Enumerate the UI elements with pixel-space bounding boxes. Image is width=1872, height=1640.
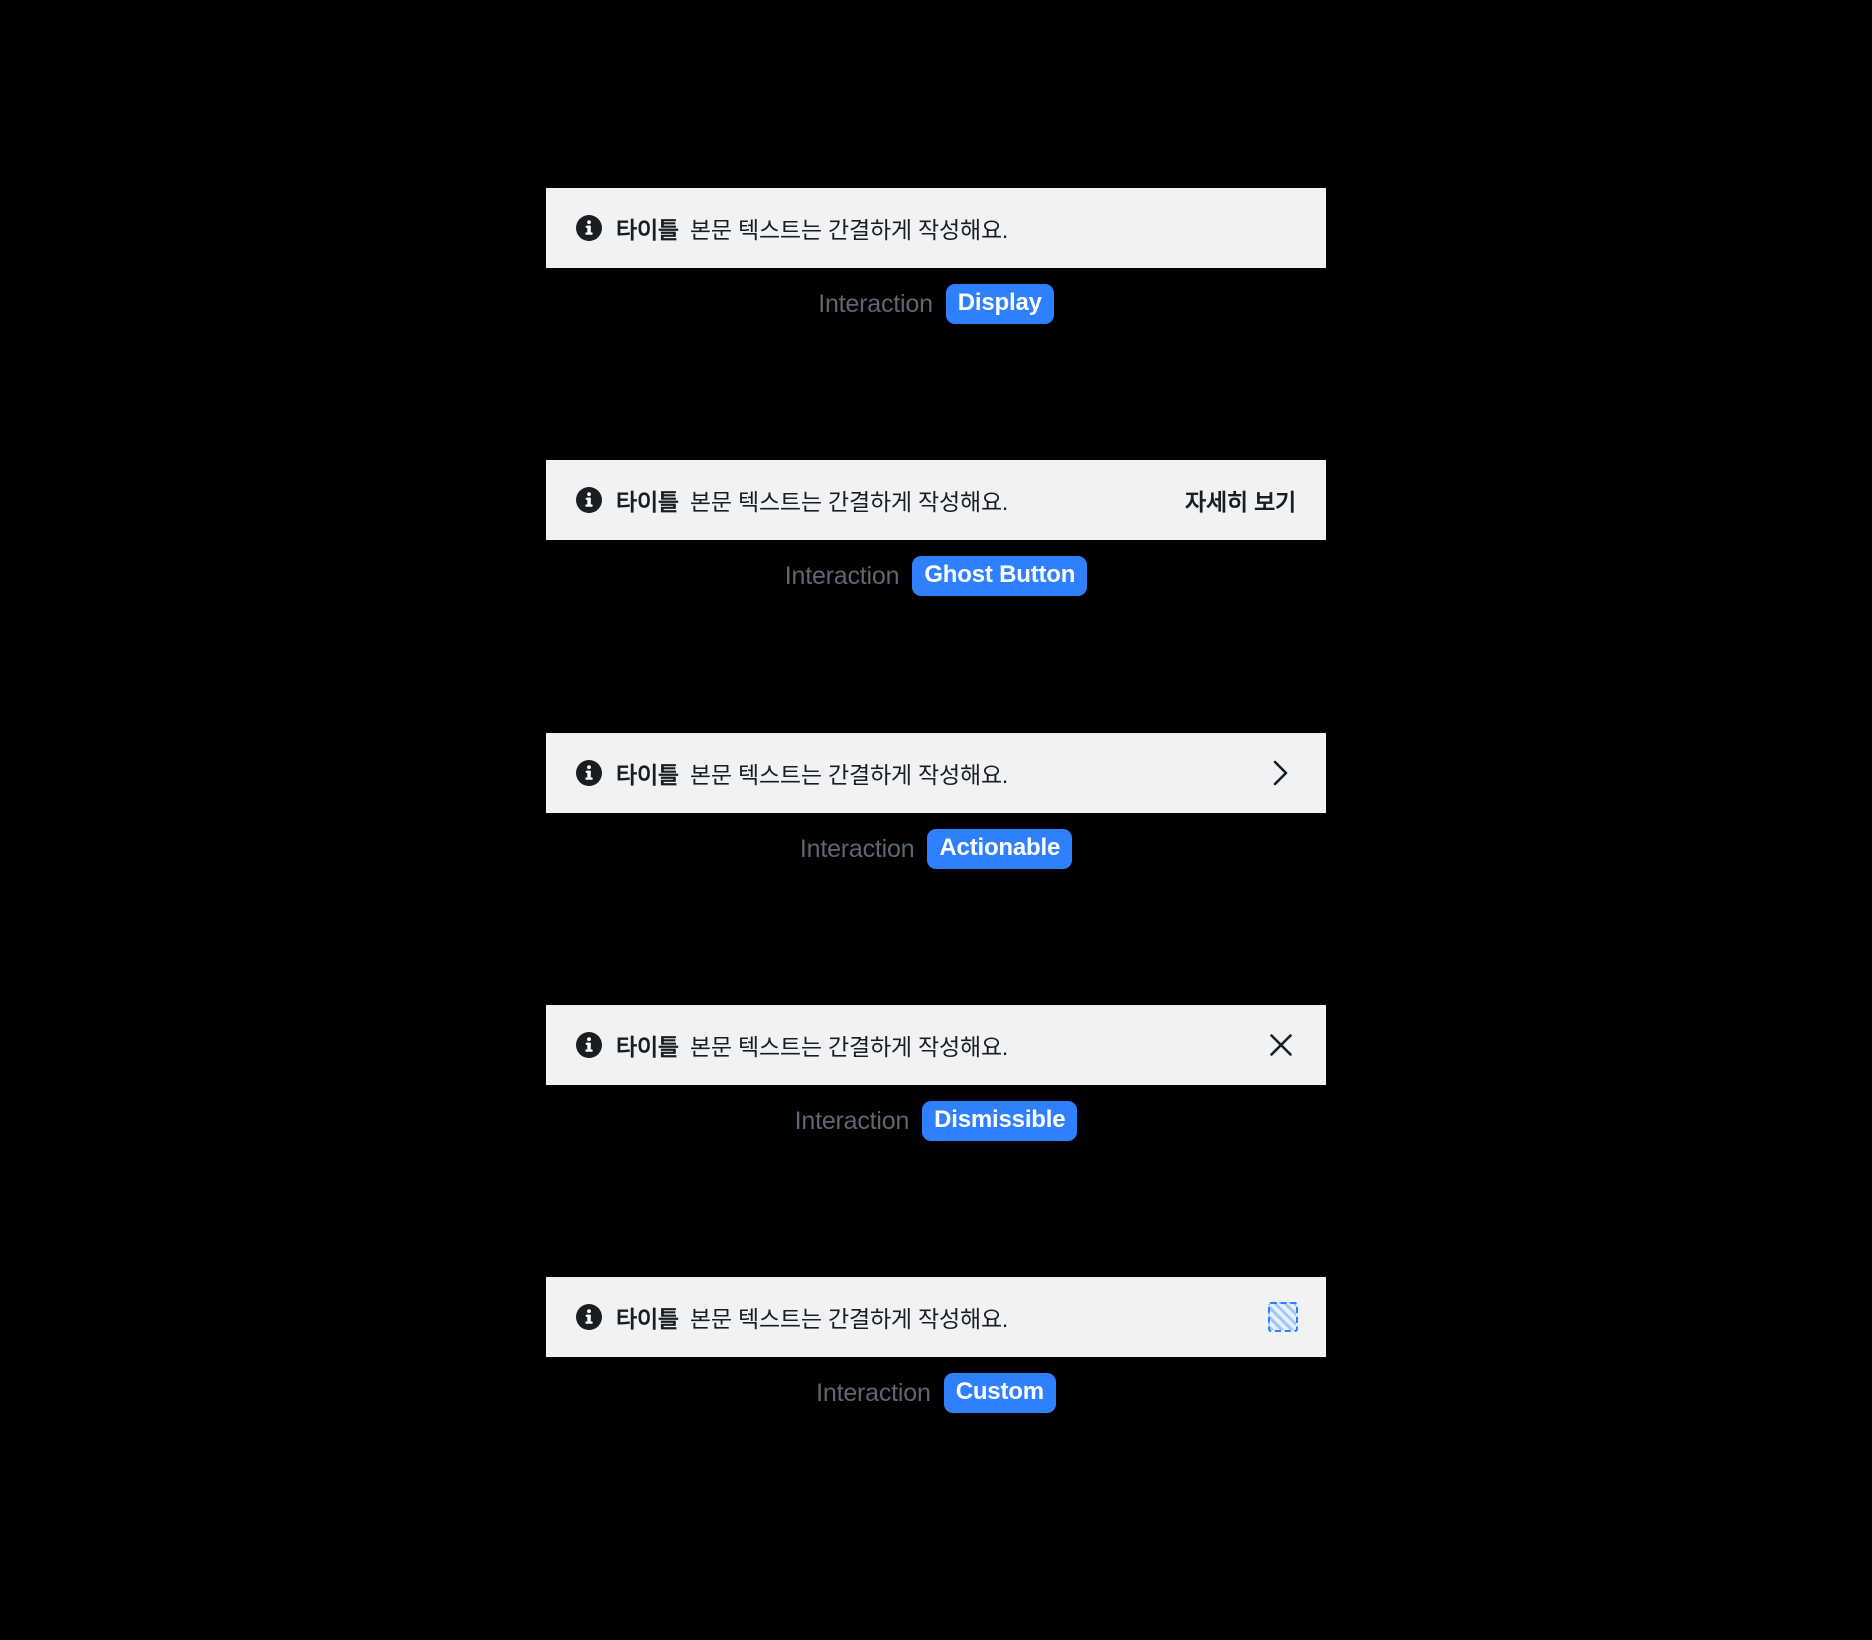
status-badge: Actionable xyxy=(927,829,1073,869)
alert-trailing-slot xyxy=(1264,1028,1298,1062)
info-icon xyxy=(576,215,602,241)
caption-row: Interaction Ghost Button xyxy=(546,556,1326,596)
info-icon xyxy=(576,487,602,513)
specimen-dismissible: 타이틀 본문 텍스트는 간결하게 작성해요. Interaction Dismi… xyxy=(546,1005,1326,1141)
alert-text: 타이틀 본문 텍스트는 간결하게 작성해요. xyxy=(616,211,1008,245)
alert-trailing-slot xyxy=(1264,756,1298,790)
close-button[interactable] xyxy=(1264,1028,1298,1062)
alert-ghost-button: 타이틀 본문 텍스트는 간결하게 작성해요. 자세히 보기 xyxy=(546,460,1326,540)
alert-text: 타이틀 본문 텍스트는 간결하게 작성해요. xyxy=(616,1300,1008,1334)
alert-text: 타이틀 본문 텍스트는 간결하게 작성해요. xyxy=(616,1028,1008,1062)
caption-row: Interaction Display xyxy=(546,284,1326,324)
alert-title: 타이틀 xyxy=(616,1306,679,1332)
chevron-right-button[interactable] xyxy=(1264,756,1298,790)
status-badge: Ghost Button xyxy=(912,556,1088,596)
alert-lead: 타이틀 본문 텍스트는 간결하게 작성해요. xyxy=(576,211,1274,245)
caption-row: Interaction Actionable xyxy=(546,829,1326,869)
status-badge: Custom xyxy=(943,1373,1056,1413)
alert-title: 타이틀 xyxy=(616,217,679,243)
alert-lead: 타이틀 본문 텍스트는 간결하게 작성해요. xyxy=(576,1300,1244,1334)
caption-row: Interaction Dismissible xyxy=(546,1101,1326,1141)
specimen-ghost-button: 타이틀 본문 텍스트는 간결하게 작성해요. 자세히 보기 Interactio… xyxy=(546,460,1326,596)
info-icon xyxy=(576,760,602,786)
alert-text: 타이틀 본문 텍스트는 간결하게 작성해요. xyxy=(616,756,1008,790)
caption-row: Interaction Custom xyxy=(546,1373,1326,1413)
view-details-ghost-button[interactable]: 자세히 보기 xyxy=(1183,477,1298,523)
status-badge: Display xyxy=(945,284,1054,324)
alert-body: 본문 텍스트는 간결하게 작성해요. xyxy=(689,217,1009,243)
status-badge: Dismissible xyxy=(922,1101,1078,1141)
chevron-right-icon xyxy=(1273,760,1288,786)
alert-title: 타이틀 xyxy=(616,762,679,788)
alert-custom: 타이틀 본문 텍스트는 간결하게 작성해요. xyxy=(546,1277,1326,1357)
specimen-custom: 타이틀 본문 텍스트는 간결하게 작성해요. Interaction Custo… xyxy=(546,1277,1326,1413)
caption-label: Interaction xyxy=(816,1378,931,1407)
alert-lead: 타이틀 본문 텍스트는 간결하게 작성해요. xyxy=(576,756,1240,790)
alert-body: 본문 텍스트는 간결하게 작성해요. xyxy=(689,762,1009,788)
alert-title: 타이틀 xyxy=(616,1034,679,1060)
info-icon xyxy=(576,1032,602,1058)
alert-trailing-slot: 자세히 보기 xyxy=(1183,477,1298,523)
caption-label: Interaction xyxy=(794,1106,910,1135)
alert-lead: 타이틀 본문 텍스트는 간결하게 작성해요. xyxy=(576,483,1159,517)
alert-body: 본문 텍스트는 간결하게 작성해요. xyxy=(689,489,1009,515)
specimen-display: 타이틀 본문 텍스트는 간결하게 작성해요. Interaction Displ… xyxy=(546,188,1326,324)
alert-lead: 타이틀 본문 텍스트는 간결하게 작성해요. xyxy=(576,1028,1240,1062)
caption-label: Interaction xyxy=(799,834,915,863)
close-icon xyxy=(1270,1034,1292,1056)
custom-slot-placeholder-icon[interactable] xyxy=(1268,1302,1298,1332)
specimen-actionable: 타이틀 본문 텍스트는 간결하게 작성해요. Interaction Actio… xyxy=(546,733,1326,869)
alert-title: 타이틀 xyxy=(616,489,679,515)
caption-label: Interaction xyxy=(818,289,933,318)
info-icon xyxy=(576,1304,602,1330)
alert-display: 타이틀 본문 텍스트는 간결하게 작성해요. xyxy=(546,188,1326,268)
alert-body: 본문 텍스트는 간결하게 작성해요. xyxy=(689,1034,1009,1060)
alert-trailing-slot xyxy=(1268,1302,1298,1332)
alert-dismissible: 타이틀 본문 텍스트는 간결하게 작성해요. xyxy=(546,1005,1326,1085)
alert-body: 본문 텍스트는 간결하게 작성해요. xyxy=(689,1306,1009,1332)
caption-label: Interaction xyxy=(784,561,900,590)
alert-text: 타이틀 본문 텍스트는 간결하게 작성해요. xyxy=(616,483,1008,517)
alert-actionable[interactable]: 타이틀 본문 텍스트는 간결하게 작성해요. xyxy=(546,733,1326,813)
